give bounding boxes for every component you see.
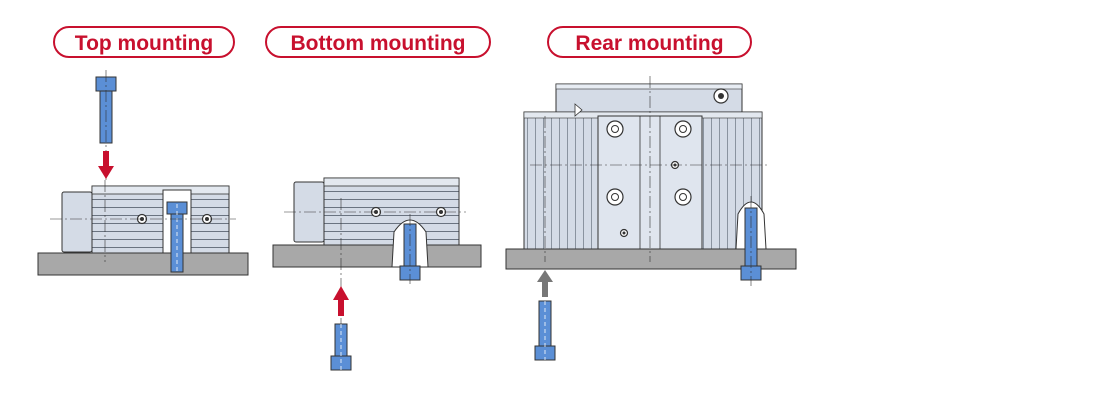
insert-arrow-up (333, 286, 349, 316)
bolt-loose (95, 70, 117, 180)
bolt-installed (740, 196, 762, 286)
top-mounting-diagram (37, 70, 249, 276)
base-plate (37, 252, 249, 276)
bolt-loose (330, 323, 352, 372)
insert-arrow-down (98, 151, 114, 179)
bottom-mounting-label: Bottom mounting (265, 26, 491, 58)
bolt-installed (399, 214, 421, 284)
bolt-loose (534, 300, 556, 361)
mounting-holes (606, 120, 692, 206)
base-plate (272, 244, 482, 268)
insert-arrow-up (537, 270, 553, 297)
end-cap (61, 191, 93, 253)
bottom-mounting-diagram (272, 177, 482, 372)
bolt-installed (166, 201, 188, 273)
top-mounting-label: Top mounting (53, 26, 235, 58)
rear-mounting-label: Rear mounting (547, 26, 752, 58)
rear-mounting-diagram (505, 76, 797, 361)
